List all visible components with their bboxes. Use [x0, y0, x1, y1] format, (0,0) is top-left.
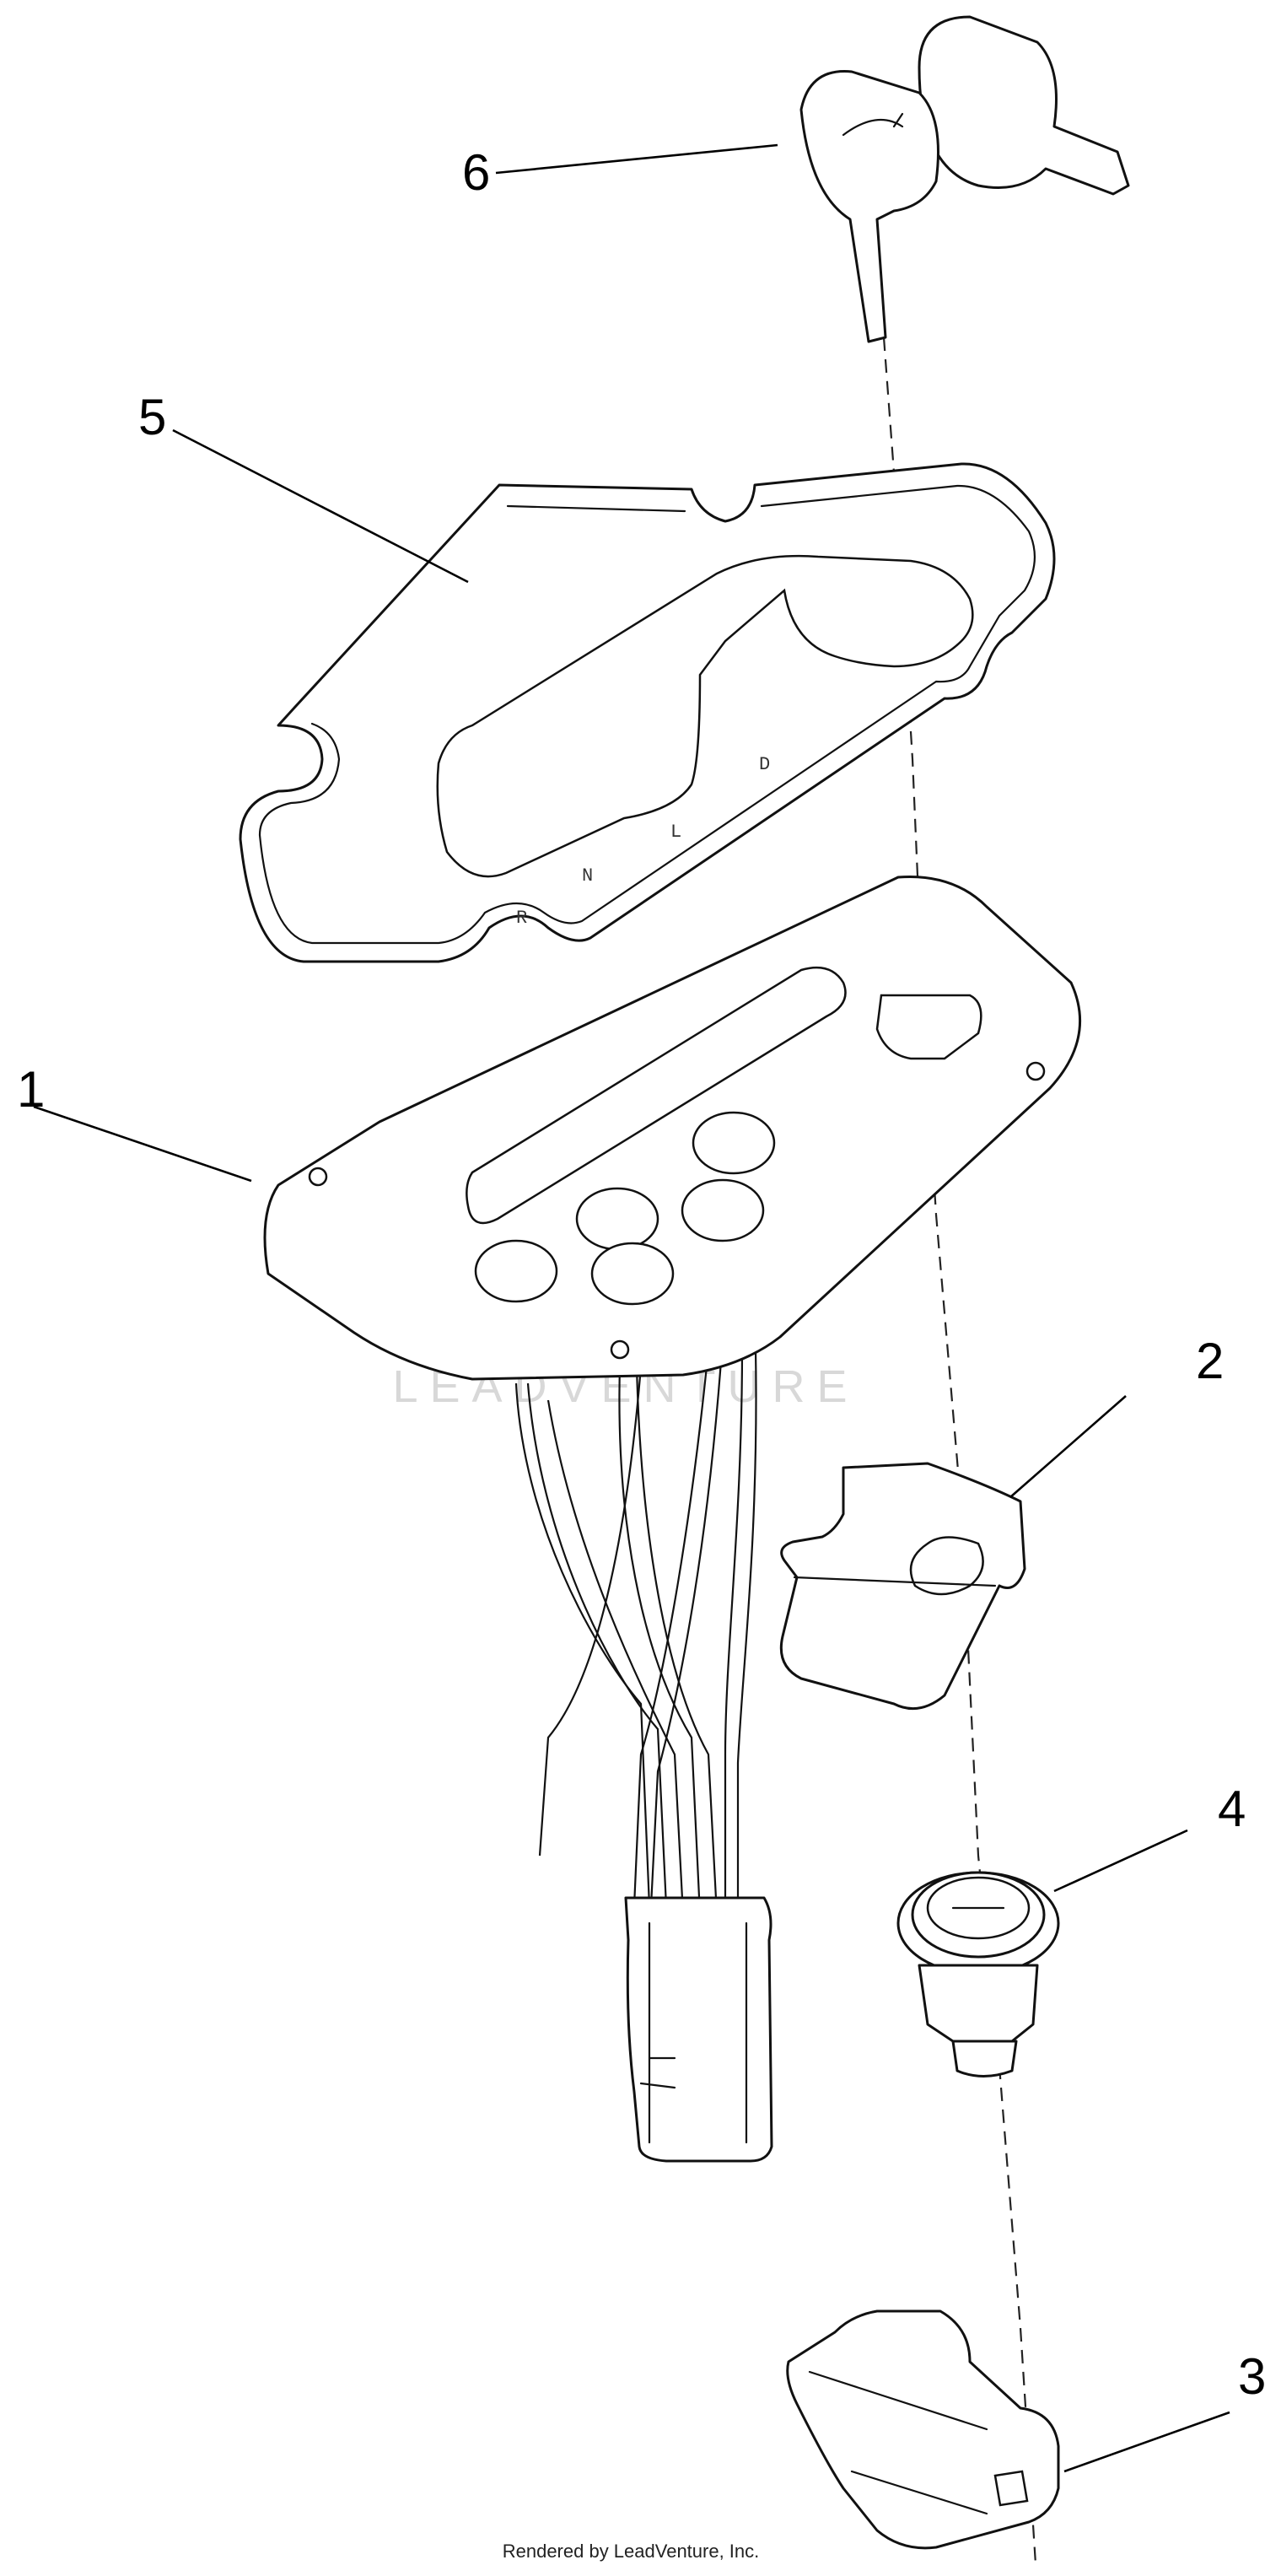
- callout-labels: 1 2 3 4 5 6: [17, 144, 1265, 2405]
- gear-letter-d: D: [759, 754, 770, 775]
- part-3-cap[interactable]: [786, 2309, 1060, 2550]
- credit-text: Rendered by LeadVenture, Inc.: [503, 2541, 760, 2562]
- wire-bundle: [514, 1349, 757, 1916]
- callout-1: 1: [17, 1061, 45, 1118]
- callout-2: 2: [1196, 1333, 1224, 1389]
- switch-button: [474, 1239, 558, 1303]
- callout-5: 5: [138, 389, 166, 445]
- part-4-ignition-switch[interactable]: [896, 1871, 1060, 2078]
- part-6-keys[interactable]: [799, 15, 1130, 343]
- leader-lines: [33, 143, 1230, 2473]
- callout-4: 4: [1218, 1781, 1246, 1837]
- switch-button: [575, 1187, 659, 1251]
- part-2-bracket[interactable]: [779, 1462, 1026, 1711]
- gear-letter-l: L: [670, 822, 681, 843]
- harness-connector: [624, 1896, 773, 2163]
- switch-button: [692, 1111, 776, 1175]
- callout-6: 6: [462, 144, 490, 201]
- switch-button: [681, 1178, 765, 1242]
- part-1-switch-plate-harness[interactable]: [263, 875, 1082, 2163]
- gear-letter-n: N: [582, 865, 593, 887]
- gear-letter-r: R: [516, 908, 527, 929]
- switch-button: [590, 1242, 675, 1306]
- part-5-gear-plate[interactable]: D L N R: [239, 462, 1056, 963]
- callout-3: 3: [1238, 2348, 1265, 2405]
